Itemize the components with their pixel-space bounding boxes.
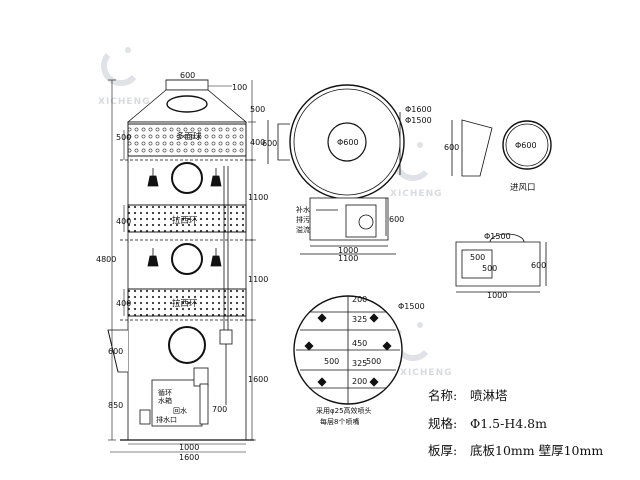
spray-w500b: 500 <box>366 357 381 366</box>
top-view-label-b: 排污 <box>296 215 310 224</box>
tank-label-4: 排水口 <box>156 415 177 424</box>
spray-r450: 450 <box>352 339 367 348</box>
spray-r200b: 200 <box>352 377 367 386</box>
top-view-label-a: 补水 <box>296 205 310 214</box>
spray-d1500: Φ1500 <box>398 302 425 311</box>
watermark-text-3: XICHENG <box>400 368 453 378</box>
tank-d1500: Φ1500 <box>484 232 511 241</box>
tank-label-2: 水箱 <box>158 396 172 405</box>
spec-plate-label: 板厚: <box>428 443 457 458</box>
spec-name-label: 名称: <box>428 388 457 403</box>
top-view <box>267 84 405 255</box>
dim-bottom-1600: 1600 <box>179 453 199 462</box>
spec-name-value: 喷淋塔 <box>470 388 508 403</box>
mid-packing-2-label: 拉西环 <box>172 298 198 309</box>
top-view-right-600: 600 <box>389 215 404 224</box>
watermark-text-2: XICHENG <box>390 189 443 199</box>
tower-dimension-lines <box>108 79 256 453</box>
top-packing-label: 多面球 <box>176 131 202 142</box>
tank-h500: 500 <box>470 253 485 262</box>
watermark-logo-1: XICHENG <box>98 47 151 107</box>
top-view-label-c: 溢流 <box>296 225 310 234</box>
dim-left-400-b: 400 <box>116 299 131 308</box>
tank-view <box>455 233 547 293</box>
dim-left-600: 600 <box>108 347 123 356</box>
top-view-w1000: 1000 <box>338 246 358 255</box>
inlet-view <box>451 119 552 177</box>
top-view-d1600: Φ1600 <box>405 105 432 114</box>
tower-elevation <box>107 79 254 441</box>
spray-r325b: 325 <box>352 359 367 368</box>
tank-h500b: 500 <box>482 264 497 273</box>
top-view-w1100: 1100 <box>338 254 358 263</box>
dim-top-offset: 100 <box>232 83 247 92</box>
tank-label-1: 循环 <box>158 388 172 397</box>
tank-label-3: 回水 <box>173 406 187 415</box>
dim-seg-1600: 1600 <box>248 375 268 384</box>
spec-plate-value: 底板10mm 壁厚10mm <box>470 443 603 458</box>
dim-top-width: 600 <box>180 71 195 80</box>
spray-note-2: 每层8个喷嘴 <box>320 417 359 426</box>
spec-block: 名称: 喷淋塔 规格: Φ1.5-H4.8m 板厚: 底板10mm 壁厚10mm <box>428 388 603 458</box>
tank-w1000: 1000 <box>487 291 507 300</box>
dim-seg-700: 700 <box>212 405 227 414</box>
dim-seg-1100-a: 1100 <box>248 193 268 202</box>
dim-seg-400-top: 400 <box>250 138 265 147</box>
dim-total-height: 4800 <box>96 255 116 264</box>
inlet-h600: 600 <box>444 143 459 152</box>
spray-view <box>293 295 403 405</box>
dim-seg-500-top: 500 <box>250 105 265 114</box>
watermark-logo-3: XICHENG <box>393 322 453 378</box>
spray-note-1: 采用φ25高效喷头 <box>316 406 372 415</box>
tank-h600: 600 <box>531 261 546 270</box>
top-view-left-600: 600 <box>262 139 277 148</box>
inlet-label: 进风口 <box>510 183 536 193</box>
dim-left-500: 500 <box>116 133 131 142</box>
spec-spec-value: Φ1.5-H4.8m <box>470 416 547 431</box>
watermark-text-1: XICHENG <box>98 97 151 107</box>
dim-left-400-a: 400 <box>116 217 131 226</box>
spec-spec-label: 规格: <box>428 416 457 431</box>
inlet-d600: Φ600 <box>515 141 537 150</box>
top-view-d600: Φ600 <box>337 138 359 147</box>
spray-r325a: 325 <box>352 315 367 324</box>
top-view-d1500: Φ1500 <box>405 116 432 125</box>
dim-bottom-1000: 1000 <box>179 443 199 452</box>
mid-packing-1-label: 拉西环 <box>172 215 198 226</box>
dim-seg-1100-b: 1100 <box>248 275 268 284</box>
dim-left-850: 850 <box>108 401 123 410</box>
spray-r200a: 200 <box>352 295 367 304</box>
spray-w500: 500 <box>324 357 339 366</box>
